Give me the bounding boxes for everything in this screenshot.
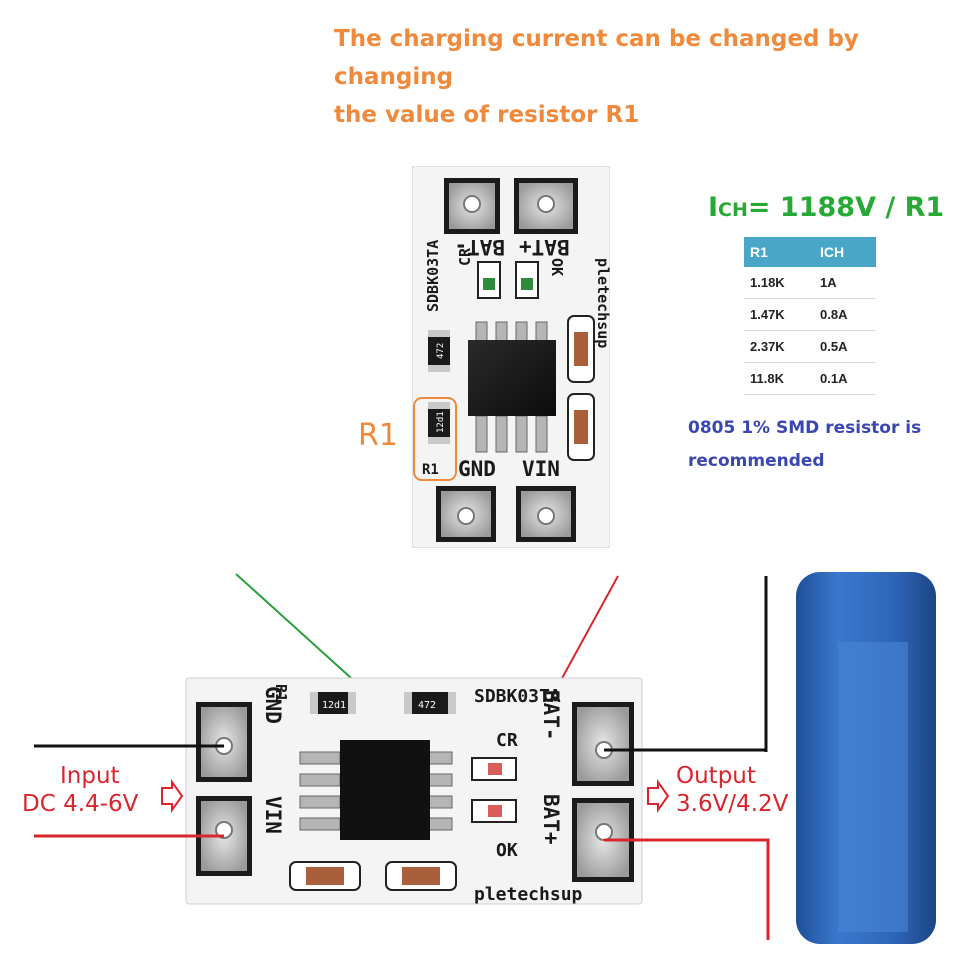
- table-row: 1.47K 0.8A: [744, 298, 876, 331]
- silk-bat-plus-bottom: BAT+: [539, 794, 563, 845]
- silk-brand-top: pletechsup: [594, 258, 610, 348]
- top-board-photo: BAT+BAT- SDBK03TA pletechsup CR OK 472 1…: [412, 166, 610, 548]
- silk-ok: OK: [548, 258, 566, 276]
- pad-vin-top: [516, 486, 576, 542]
- output-label: Output 3.6V/4.2V: [676, 762, 788, 818]
- r1-highlight-box: [413, 397, 457, 481]
- silk-cr-bottom: CR: [496, 730, 518, 751]
- headline: The charging current can be changed by c…: [334, 20, 944, 134]
- resistor-472-top: 472: [428, 330, 450, 372]
- table-cell-ich: 0.1A: [814, 362, 876, 395]
- pad-gnd-bottom: [196, 702, 252, 782]
- svg-text:12d1: 12d1: [322, 700, 346, 711]
- output-label-line-1: Output: [676, 763, 756, 789]
- table-cell-ich: 1A: [814, 267, 876, 299]
- note-line-1: 0805 1% SMD resistor is: [688, 418, 922, 438]
- table-cell-ich: 0.8A: [814, 298, 876, 331]
- silk-vin-top: VIN: [522, 457, 560, 481]
- silk-r1-top: R1: [422, 462, 439, 478]
- table-header-row: R1 ICH: [744, 237, 876, 267]
- pad-bat-minus: [444, 178, 500, 234]
- silk-cr: CR: [456, 247, 474, 266]
- battery-positive-wire: [604, 838, 770, 940]
- table-cell-r1: 2.37K: [744, 330, 814, 363]
- pad-bat-plus: [514, 178, 578, 234]
- led-ok-bottom: [471, 799, 517, 823]
- resistor-recommendation-note: 0805 1% SMD resistor is recommended: [688, 412, 948, 478]
- silk-ok-bottom: OK: [496, 840, 518, 861]
- charger-chip-top: [468, 340, 556, 416]
- svg-text:472: 472: [418, 700, 436, 711]
- capacitor-bottom-2: [385, 861, 457, 891]
- capacitor-top-2: [567, 393, 595, 461]
- pad-gnd-top: [436, 486, 496, 542]
- table-cell-ich: 0.5A: [814, 330, 876, 363]
- headline-line-2: the value of resistor R1: [334, 102, 640, 128]
- charger-chip-bottom: [340, 740, 430, 840]
- table-header-r1: R1: [744, 237, 814, 267]
- pad-bat-minus-bottom: [572, 702, 634, 786]
- formula-rest: = 1188V / R1: [747, 192, 945, 223]
- silk-model-bottom: SDBK03TA: [474, 686, 561, 707]
- table-cell-r1: 11.8K: [744, 362, 814, 395]
- capacitor-top-1: [567, 315, 595, 383]
- table-row: 1.18K 1A: [744, 267, 876, 299]
- table-cell-r1: 1.18K: [744, 267, 814, 299]
- battery-negative-link: [604, 748, 768, 752]
- resistor-r1-top: 12d1: [428, 402, 450, 444]
- resistor-current-table: R1 ICH 1.18K 1A 1.47K 0.8A 2.37K 0.5A 11…: [744, 237, 876, 395]
- formula-i-subscript: CH: [718, 199, 748, 221]
- silk-vin-bottom: VIN: [261, 796, 285, 834]
- svg-text:472: 472: [436, 343, 446, 359]
- silk-gnd-bottom: GND: [261, 686, 285, 724]
- battery-photo: [796, 572, 936, 944]
- resistor-r1-bottom: 12d1: [310, 692, 356, 714]
- svg-text:12d1: 12d1: [436, 411, 446, 433]
- note-line-2: recommended: [688, 451, 825, 471]
- output-label-line-2: 3.6V/4.2V: [676, 791, 789, 817]
- output-arrow-icon: [647, 778, 670, 814]
- battery-highlight: [838, 642, 908, 932]
- led-ok-top: [515, 261, 539, 299]
- chip-pins-bottom: [299, 751, 453, 831]
- led-cr-top: [477, 261, 501, 299]
- silk-model-top: SDBK03TA: [424, 240, 442, 312]
- input-label-line-2: DC 4.4-6V: [22, 791, 139, 817]
- silk-gnd-top: GND: [458, 457, 496, 481]
- formula-i: I: [708, 192, 719, 223]
- table-row: 11.8K 0.1A: [744, 362, 876, 395]
- resistor-472-bottom: 472: [404, 692, 456, 714]
- input-label: Input DC 4.4-6V: [22, 762, 138, 818]
- bottom-board-photo: GND VIN R1 BAT- BAT+ SDBK03TA pletechsup…: [34, 573, 770, 940]
- table-cell-r1: 1.47K: [744, 298, 814, 331]
- led-cr-bottom: [471, 757, 517, 781]
- input-label-line-1: Input: [60, 763, 120, 789]
- input-arrow-icon: [161, 778, 184, 814]
- silk-bat-labels: BAT+BAT-: [454, 235, 569, 259]
- table-header-ich: ICH: [814, 237, 876, 267]
- silk-r1-bottom: R1: [272, 684, 290, 702]
- pad-bat-plus-bottom: [572, 798, 634, 882]
- silk-bat-minus-bottom: BAT-: [539, 690, 563, 741]
- silk-brand-bottom: pletechsup: [474, 884, 583, 905]
- capacitor-bottom-1: [289, 861, 361, 891]
- table-row: 2.37K 0.5A: [744, 330, 876, 363]
- charge-current-formula: ICH= 1188V / R1: [708, 192, 944, 223]
- headline-line-1: The charging current can be changed by c…: [334, 26, 859, 90]
- r1-callout-label: R1: [358, 418, 398, 453]
